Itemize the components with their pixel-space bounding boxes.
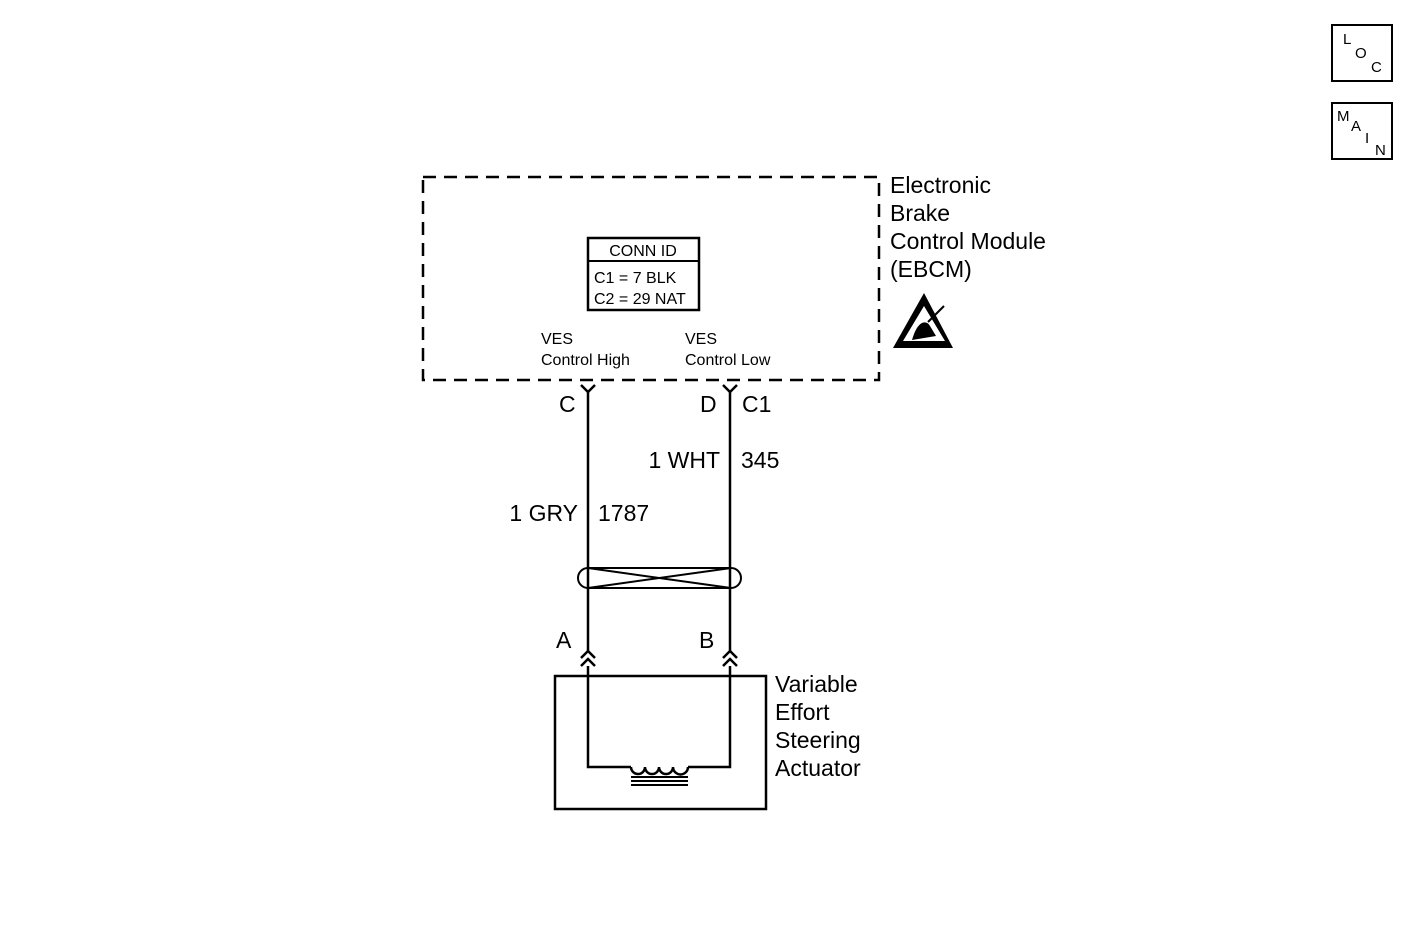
wire-345-color: 1 WHT — [648, 447, 720, 473]
actuator-name-line-1: Variable — [775, 671, 858, 697]
wire-1787-circuit: 1787 — [598, 500, 649, 526]
module-name-line-4: (EBCM) — [890, 256, 972, 282]
loc-letter-o: O — [1355, 45, 1367, 62]
conn-id-title: CONN ID — [609, 243, 677, 260]
conn-id-row-c1: C1 = 7 BLK — [594, 270, 677, 287]
loc-button[interactable]: L O C — [1331, 24, 1393, 82]
pin-a-label: A — [556, 627, 572, 653]
connector-a-terminal — [580, 649, 596, 667]
pin-label-low-line-2: Control Low — [685, 352, 771, 369]
pin-label-high-line-2: Control High — [541, 352, 630, 369]
esd-warning-icon — [893, 293, 953, 348]
module-name-line-1: Electronic — [890, 172, 991, 198]
loc-letter-l: L — [1343, 31, 1352, 48]
actuator-name-line-3: Steering — [775, 727, 861, 753]
connector-b-terminal — [722, 649, 738, 667]
wire-1787-color: 1 GRY — [509, 500, 578, 526]
pin-b-label: B — [699, 627, 714, 653]
conn-id-row-c2: C2 = 29 NAT — [594, 291, 686, 308]
actuator-name-line-2: Effort — [775, 699, 830, 725]
pin-label-high-line-1: VES — [541, 331, 573, 348]
coil-icon — [629, 766, 690, 786]
actuator-box — [553, 674, 768, 811]
loc-letter-c: C — [1371, 59, 1382, 76]
main-letter-n: N — [1375, 142, 1386, 159]
pin-label-low-line-1: VES — [685, 331, 717, 348]
main-button[interactable]: M A I N — [1331, 102, 1393, 160]
actuator-name-line-4: Actuator — [775, 755, 861, 781]
connector-d-terminal — [722, 384, 738, 394]
pin-c-label: C — [559, 391, 576, 417]
main-letter-i: I — [1365, 130, 1370, 147]
connector-c1-label: C1 — [742, 391, 771, 417]
module-name-line-3: Control Module — [890, 228, 1046, 254]
main-letter-m: M — [1337, 108, 1350, 125]
wire-345-circuit: 345 — [741, 447, 779, 473]
ebcm-boundary — [421, 175, 881, 382]
conn-id-box: CONN ID C1 = 7 BLK C2 = 29 NAT — [586, 236, 701, 312]
connector-c-terminal — [580, 384, 596, 394]
twisted-pair-symbol — [577, 567, 742, 589]
pin-d-label: D — [700, 391, 717, 417]
actuator-internal-wire-left — [586, 666, 631, 769]
main-letter-a: A — [1351, 118, 1362, 135]
actuator-internal-wire-right — [688, 666, 732, 769]
module-name-line-2: Brake — [890, 200, 950, 226]
